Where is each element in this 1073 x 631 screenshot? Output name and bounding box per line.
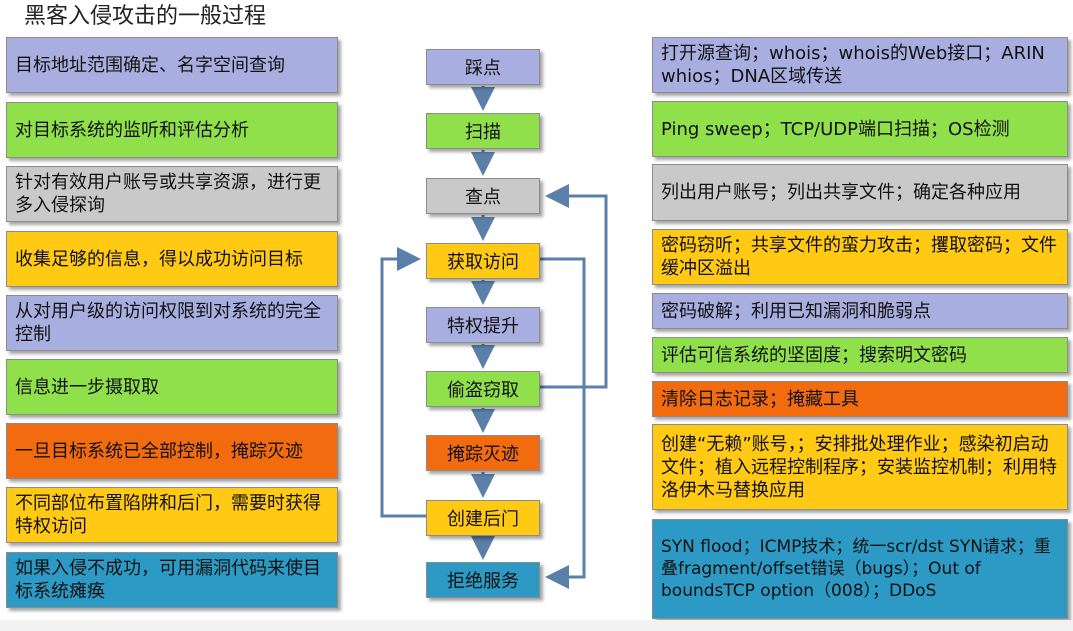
left-desc-text: 目标地址范围确定、名字空间查询: [15, 54, 285, 76]
step-enumeration: 查点: [426, 178, 540, 214]
step-scanning: 扫描: [426, 113, 540, 149]
left-desc-1: 目标地址范围确定、名字空间查询: [6, 37, 338, 93]
right-method-1: 打开源查询；whois；whois的Web接口；ARIN whios；DNA区域…: [652, 37, 1068, 93]
right-method-4: 密码窃听；共享文件的蛮力攻击；攫取密码；文件缓冲区溢出: [652, 229, 1068, 285]
left-desc-text: 信息进一步摄取取: [15, 376, 159, 398]
right-method-text: 评估可信系统的坚固度；搜索明文密码: [661, 344, 967, 366]
step-escalation: 特权提升: [426, 307, 540, 343]
left-desc-text: 针对有效用户账号或共享资源，进行更多入侵探询: [15, 172, 321, 216]
branch-to-dos: [540, 257, 586, 589]
right-method-2: Ping sweep；TCP/UDP端口扫描；OS检测: [652, 101, 1068, 157]
step-cover-tracks: 掩踪灭迹: [426, 435, 540, 471]
left-desc-text: 收集足够的信息，得以成功访问目标: [15, 248, 303, 270]
right-method-5: 密码破解；利用已知漏洞和脆弱点: [652, 293, 1068, 329]
right-method-8: 创建“无赖”账号，；安排批处理作业；感染初启动文件；植入远程控制程序；安装监控机…: [652, 424, 1068, 510]
right-method-3: 列出用户账号；列出共享文件；确定各种应用: [652, 164, 1068, 221]
right-method-text: 密码窃听；共享文件的蛮力攻击；攫取密码；文件缓冲区溢出: [661, 235, 1057, 279]
right-method-6: 评估可信系统的坚固度；搜索明文密码: [652, 337, 1068, 373]
step-gain-access: 获取访问: [426, 243, 540, 279]
right-method-text: 列出用户账号；列出共享文件；确定各种应用: [661, 182, 1021, 203]
left-desc-3: 针对有效用户账号或共享资源，进行更多入侵探询: [6, 166, 338, 222]
left-desc-4: 收集足够的信息，得以成功访问目标: [6, 231, 338, 287]
left-desc-text: 如果入侵不成功，可用漏洞代码来使目标系统瘫痪: [15, 558, 321, 602]
left-desc-text: 对目标系统的监听和评估分析: [15, 119, 249, 141]
left-desc-8: 不同部位布置陷阱和后门，需要时获得特权访问: [6, 487, 338, 543]
left-desc-5: 从对用户级的访问权限到对系统的完全控制: [6, 295, 338, 351]
right-method-text: 密码破解；利用已知漏洞和脆弱点: [661, 300, 931, 322]
left-desc-text: 从对用户级的访问权限到对系统的完全控制: [15, 301, 321, 345]
bottom-bar: [0, 620, 1073, 631]
left-desc-text: 一旦目标系统已全部控制，掩踪灭迹: [15, 440, 303, 462]
step-backdoor: 创建后门: [426, 500, 540, 536]
loop-to-enumerate: [540, 184, 608, 389]
left-desc-text: 不同部位布置陷阱和后门，需要时获得特权访问: [15, 493, 321, 537]
right-method-text: 打开源查询；whois；whois的Web接口；ARIN whios；DNA区域…: [661, 43, 1045, 87]
left-desc-2: 对目标系统的监听和评估分析: [6, 102, 338, 158]
right-method-text: Ping sweep；TCP/UDP端口扫描；OS检测: [661, 118, 1010, 140]
right-method-text: 创建“无赖”账号，；安排批处理作业；感染初启动文件；植入远程控制程序；安装监控机…: [661, 433, 1057, 501]
left-desc-9: 如果入侵不成功，可用漏洞代码来使目标系统瘫痪: [6, 552, 338, 608]
step-dos: 拒绝服务: [426, 562, 540, 598]
right-method-9: SYN flood；ICMP技术；统一scr/dst SYN请求；重叠fragm…: [652, 519, 1068, 619]
left-desc-6: 信息进一步摄取取: [6, 359, 338, 415]
right-method-7: 清除日志记录；掩藏工具: [652, 381, 1068, 417]
left-desc-7: 一旦目标系统已全部控制，掩踪灭迹: [6, 423, 338, 479]
step-pilfering: 偷盗窃取: [426, 371, 540, 407]
page-title: 黑客入侵攻击的一般过程: [24, 4, 267, 29]
right-method-text: 清除日志记录；掩藏工具: [661, 388, 859, 410]
right-method-text: SYN flood；ICMP技术；统一scr/dst SYN请求；重叠fragm…: [661, 537, 1051, 601]
step-footprinting: 踩点: [426, 49, 540, 85]
loop-to-access: [380, 247, 426, 518]
